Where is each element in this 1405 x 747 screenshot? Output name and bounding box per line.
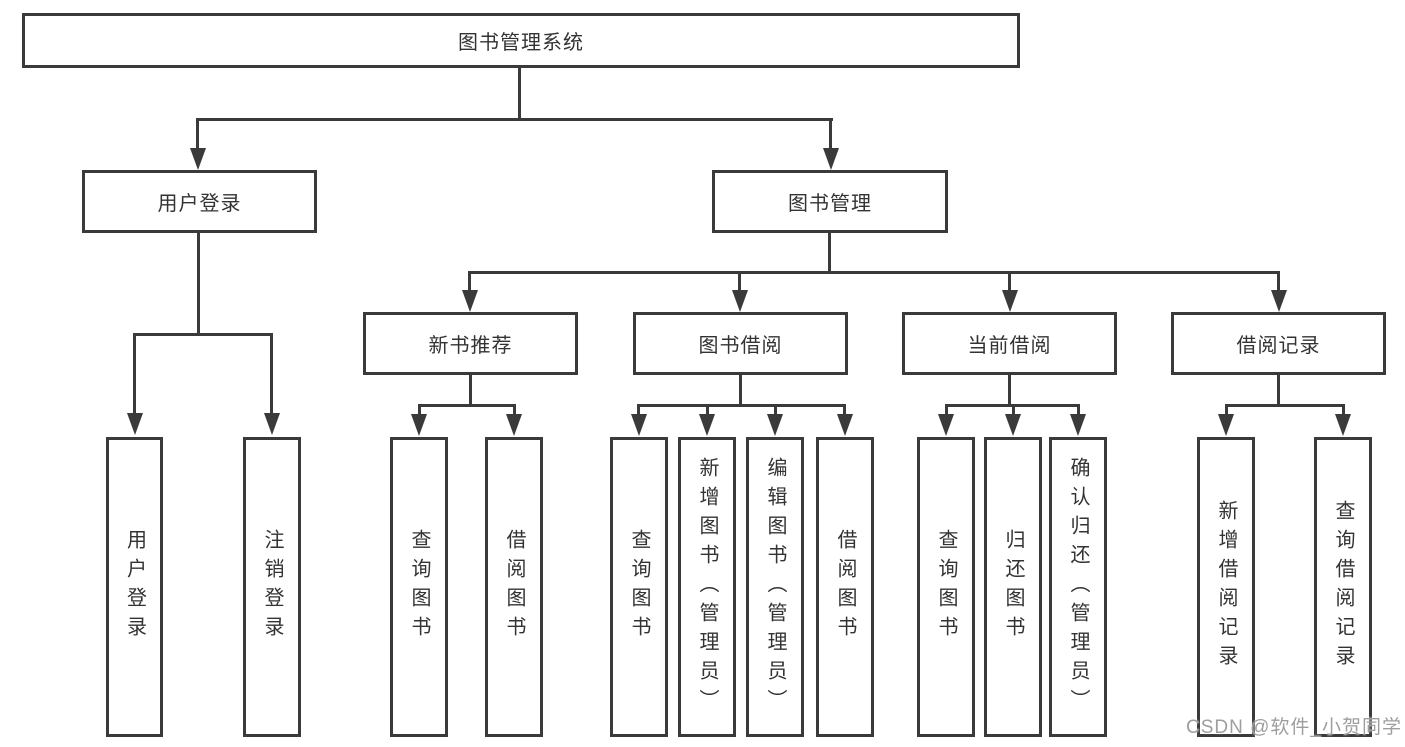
connector-line xyxy=(133,333,136,413)
node-book-borrow-label: 图书借阅 xyxy=(698,335,783,357)
connector-line xyxy=(1225,404,1228,416)
arrow-down-icon xyxy=(823,148,839,170)
arrow-down-icon xyxy=(837,414,853,436)
leaf-query-books-newbook-label: 查询图书 xyxy=(408,529,430,645)
connector-line xyxy=(637,404,845,407)
connector-line xyxy=(196,118,833,121)
leaf-query-books-borrow-label: 查询图书 xyxy=(628,529,650,645)
connector-line xyxy=(829,118,832,151)
arrow-down-icon xyxy=(732,290,748,312)
connector-line xyxy=(1277,271,1280,293)
leaf-edit-book-admin-label: 编辑图书（管理员） xyxy=(764,456,786,718)
connector-line xyxy=(1008,271,1011,293)
connector-line xyxy=(513,404,516,416)
node-book-borrow: 图书借阅 xyxy=(633,312,848,375)
node-current-borrow-label: 当前借阅 xyxy=(967,335,1052,357)
connector-line xyxy=(706,404,709,416)
leaf-add-book-admin: 新增图书（管理员） xyxy=(678,437,736,737)
connector-line xyxy=(739,375,742,406)
connector-line xyxy=(197,233,200,335)
connector-line xyxy=(1012,404,1015,416)
arrow-down-icon xyxy=(1002,290,1018,312)
arrow-down-icon xyxy=(699,414,715,436)
leaf-user-login-label: 用户登录 xyxy=(123,529,146,645)
leaf-add-borrow-record: 新增借阅记录 xyxy=(1197,437,1255,737)
leaf-query-books-borrow: 查询图书 xyxy=(610,437,668,737)
node-library-system-label: 图书管理系统 xyxy=(458,32,584,54)
leaf-add-book-admin-label: 新增图书（管理员） xyxy=(696,456,718,718)
connector-line xyxy=(468,271,471,293)
arrow-down-icon xyxy=(767,414,783,436)
arrow-down-icon xyxy=(462,290,478,312)
connector-line xyxy=(1077,404,1080,416)
leaf-logout-label: 注销登录 xyxy=(261,529,283,645)
leaf-logout: 注销登录 xyxy=(243,437,301,737)
arrow-down-icon xyxy=(1218,414,1234,436)
leaf-query-books-current-label: 查询图书 xyxy=(935,529,957,645)
leaf-user-login: 用户登录 xyxy=(106,437,163,737)
connector-line xyxy=(1225,404,1344,407)
leaf-return-books-label: 归还图书 xyxy=(1002,529,1024,645)
arrow-down-icon xyxy=(1335,414,1351,436)
node-book-management: 图书管理 xyxy=(712,170,948,233)
connector-line xyxy=(1008,375,1011,406)
leaf-confirm-return-admin-label: 确认归还（管理员） xyxy=(1067,456,1089,718)
arrow-down-icon xyxy=(1070,414,1086,436)
leaf-borrow-books-newbook-label: 借阅图书 xyxy=(503,529,525,645)
node-current-borrow: 当前借阅 xyxy=(902,312,1117,375)
connector-line xyxy=(774,404,777,416)
connector-line xyxy=(945,404,948,416)
leaf-query-borrow-record: 查询借阅记录 xyxy=(1314,437,1372,737)
arrow-down-icon xyxy=(1005,414,1021,436)
leaf-query-books-newbook: 查询图书 xyxy=(390,437,448,737)
connector-line xyxy=(468,271,1280,274)
connector-line xyxy=(270,333,273,413)
arrow-down-icon xyxy=(938,414,954,436)
connector-line xyxy=(828,233,831,273)
node-library-system: 图书管理系统 xyxy=(22,13,1020,68)
node-book-management-label: 图书管理 xyxy=(788,193,872,215)
arrow-down-icon xyxy=(506,414,522,436)
leaf-return-books: 归还图书 xyxy=(984,437,1042,737)
connector-line xyxy=(1342,404,1345,416)
leaf-borrow-books-newbook: 借阅图书 xyxy=(485,437,543,737)
node-borrow-record-label: 借阅记录 xyxy=(1236,335,1321,357)
arrow-down-icon xyxy=(1271,290,1287,312)
arrow-down-icon xyxy=(264,413,280,435)
node-user-login-label: 用户登录 xyxy=(157,193,242,215)
leaf-query-borrow-record-label: 查询借阅记录 xyxy=(1332,500,1354,674)
connector-line xyxy=(469,375,472,406)
connector-line xyxy=(518,68,521,119)
connector-line xyxy=(418,404,421,416)
leaf-borrow-books-borrow-label: 借阅图书 xyxy=(834,529,856,645)
leaf-borrow-books-borrow: 借阅图书 xyxy=(816,437,874,737)
leaf-edit-book-admin: 编辑图书（管理员） xyxy=(746,437,804,737)
leaf-confirm-return-admin: 确认归还（管理员） xyxy=(1049,437,1107,737)
arrow-down-icon xyxy=(631,414,647,436)
node-new-book-recommend-label: 新书推荐 xyxy=(428,335,513,357)
arrow-down-icon xyxy=(127,413,143,435)
connector-line xyxy=(843,404,846,416)
arrow-down-icon xyxy=(190,148,206,170)
connector-line xyxy=(1277,375,1280,406)
node-borrow-record: 借阅记录 xyxy=(1171,312,1386,375)
leaf-query-books-current: 查询图书 xyxy=(917,437,975,737)
leaf-add-borrow-record-label: 新增借阅记录 xyxy=(1215,500,1237,674)
connector-line xyxy=(418,404,516,407)
node-user-login: 用户登录 xyxy=(82,170,317,233)
connector-line xyxy=(738,271,741,293)
connector-line xyxy=(133,333,273,336)
node-new-book-recommend: 新书推荐 xyxy=(363,312,578,375)
connector-line xyxy=(196,118,199,151)
watermark: CSDN @软件_小贺同学 xyxy=(1186,717,1402,738)
connector-line xyxy=(637,404,640,416)
arrow-down-icon xyxy=(411,414,427,436)
